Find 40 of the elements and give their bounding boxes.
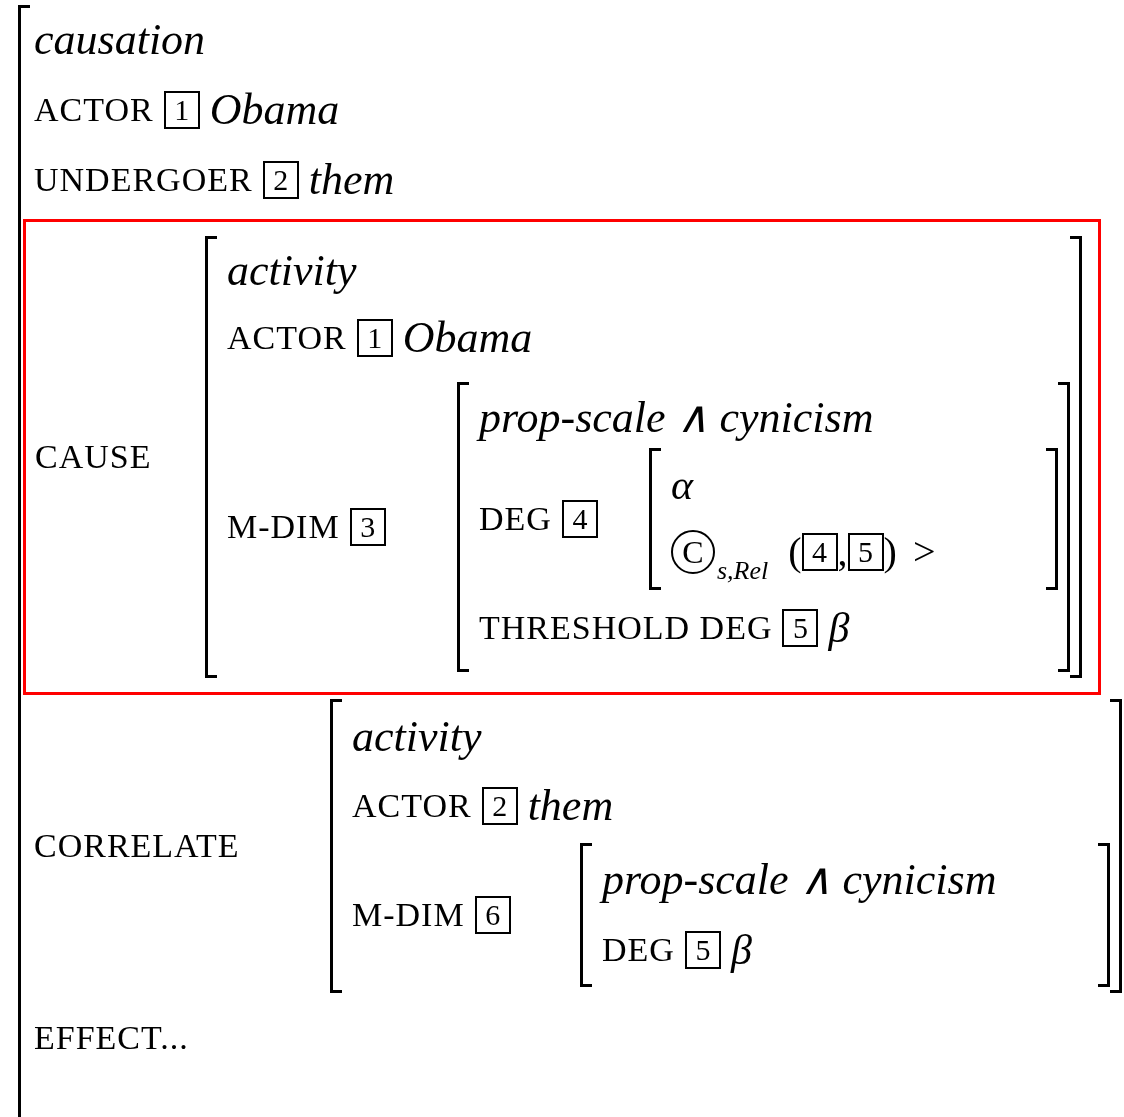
index-tag: 2 (481, 787, 518, 825)
index-tag: 4 (801, 533, 838, 571)
feature-label: DEG (602, 933, 675, 967)
greek-letter: α (671, 464, 694, 506)
feature-label: M-DIM (227, 510, 340, 544)
feature-label: ACTOR (227, 321, 347, 355)
symbol: , (837, 532, 848, 572)
index-tag: 1 (356, 319, 393, 357)
type-label: causation (34, 18, 206, 62)
feature-label: UNDERGOER (34, 163, 253, 197)
index-tag: 5 (782, 609, 819, 647)
feature-label: THRESHOLD DEG (479, 611, 773, 645)
index-tag: 5 (847, 533, 884, 571)
value-text: them (308, 158, 395, 202)
circled-letter: C (671, 530, 715, 574)
symbol: ( (788, 532, 802, 572)
greek-letter: β (730, 929, 752, 971)
index-tag: 3 (349, 508, 386, 546)
type-label: activity (352, 715, 482, 759)
greek-letter: β (828, 607, 850, 649)
feature-label: ACTOR (34, 93, 154, 127)
feature-label: CAUSE (35, 437, 152, 475)
index-tag: 5 (684, 931, 721, 969)
index-tag: 4 (561, 500, 598, 538)
type-label: activity (227, 249, 357, 293)
feature-label: ACTOR (352, 789, 472, 823)
highlight-frame (23, 219, 1101, 695)
feature-label: EFFECT... (34, 1021, 189, 1055)
value-text: Obama (402, 316, 533, 360)
index-tag: 6 (474, 896, 511, 934)
value-text: Obama (209, 88, 340, 132)
value-text: them (527, 784, 614, 828)
index-tag: 1 (163, 91, 200, 129)
subscript-text: s,Rel (717, 558, 769, 584)
index-tag: 2 (262, 161, 299, 199)
symbol: > (912, 532, 936, 572)
feature-label: DEG (479, 502, 552, 536)
feature-label: M-DIM (352, 898, 465, 932)
symbol: ) (883, 532, 897, 572)
feature-label: CORRELATE (34, 826, 240, 864)
